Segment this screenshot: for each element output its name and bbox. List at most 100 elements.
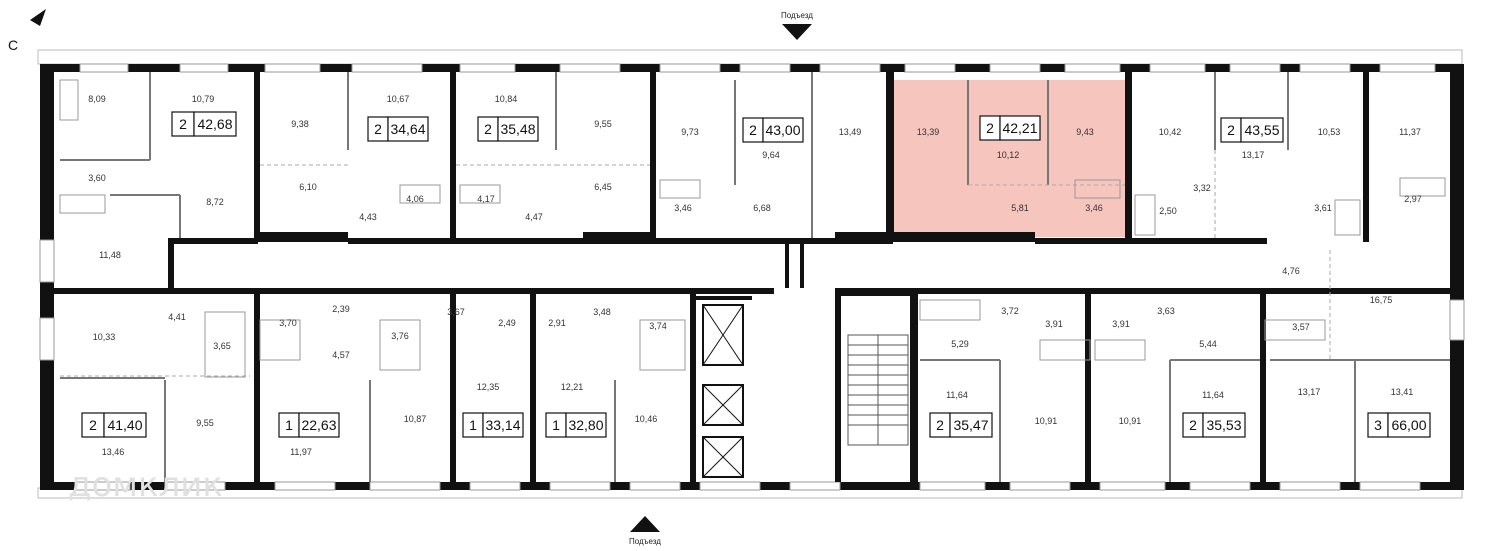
room-area: 13,17 <box>1242 150 1265 160</box>
apartment-area: 41,40 <box>107 417 142 433</box>
room-area: 6,45 <box>594 182 612 192</box>
room-area: 6,10 <box>299 182 317 192</box>
apartment-dividers <box>254 72 1369 482</box>
room-area: 2,50 <box>1159 206 1177 216</box>
room-area: 4,06 <box>406 194 424 204</box>
apartment-label[interactable]: 2 35,47 <box>929 412 993 438</box>
entrance-top-label: Подъезд <box>781 11 813 20</box>
room-area: 10,84 <box>495 94 518 104</box>
room-area: 10,79 <box>192 94 215 104</box>
room-area: 5,44 <box>1199 339 1217 349</box>
apartment-area: 42,68 <box>197 116 232 132</box>
room-area: 3,46 <box>674 203 692 213</box>
apartment-rooms: 1 <box>552 417 560 433</box>
room-area: 9,73 <box>681 127 699 137</box>
room-area: 2,97 <box>1404 194 1422 204</box>
room-area: 3,70 <box>279 318 297 328</box>
compass: С <box>8 9 46 53</box>
apartment-label[interactable]: 2 34,64 <box>367 116 429 142</box>
room-area: 2,39 <box>332 304 350 314</box>
room-area: 3,48 <box>593 307 611 317</box>
room-area: 16,75 <box>1370 295 1393 305</box>
room-area: 3,46 <box>1085 203 1103 213</box>
room-area: 11,97 <box>290 447 312 457</box>
room-area: 12,21 <box>561 382 584 392</box>
room-area: 8,72 <box>206 197 224 207</box>
highlighted-apartment[interactable] <box>893 80 1125 237</box>
room-area: 4,57 <box>332 350 350 360</box>
apartment-rooms: 2 <box>986 120 994 136</box>
room-area: 10,87 <box>404 414 427 424</box>
apartment-label[interactable]: 2 43,55 <box>1220 117 1284 143</box>
apartment-label[interactable]: 2 43,00 <box>742 117 804 143</box>
apartment-label[interactable]: 1 32,80 <box>545 412 607 438</box>
room-area: 3,91 <box>1045 319 1063 329</box>
room-area: 10,91 <box>1119 416 1142 426</box>
room-area: 13,41 <box>1391 387 1414 397</box>
room-area: 3,61 <box>1314 203 1332 213</box>
apartment-area: 33,14 <box>485 417 520 433</box>
apartment-rooms: 2 <box>89 417 97 433</box>
apartment-label[interactable]: 2 35,48 <box>477 116 539 142</box>
apartment-rooms: 1 <box>469 417 477 433</box>
apartment-area: 35,53 <box>1206 417 1241 433</box>
room-area: 9,55 <box>594 119 612 129</box>
room-area: 11,37 <box>1399 127 1421 137</box>
zone-lines <box>60 150 1331 377</box>
apartment-label[interactable]: 1 33,14 <box>462 412 524 438</box>
room-area: 13,49 <box>839 127 862 137</box>
room-area: 10,42 <box>1159 127 1182 137</box>
apartment-label[interactable]: 2 42,68 <box>171 111 237 137</box>
room-areas: 8,09 10,79 3,60 8,72 11,48 9,38 10,67 6,… <box>88 94 1422 457</box>
room-area: 3,74 <box>649 321 667 331</box>
apartment-rooms: 2 <box>179 116 187 132</box>
room-area: 2,49 <box>498 318 516 328</box>
room-area: 13,39 <box>917 127 940 137</box>
entrance-bottom-arrow-icon <box>630 516 660 532</box>
fixtures <box>59 79 1446 378</box>
room-area: 13,46 <box>102 447 125 457</box>
room-area: 3,57 <box>1292 322 1310 332</box>
windows-bottom <box>74 481 1421 491</box>
room-area: 3,60 <box>88 173 106 183</box>
apartment-rooms: 3 <box>1374 417 1382 433</box>
apartment-area: 66,00 <box>1391 417 1426 433</box>
room-area: 12,35 <box>477 382 500 392</box>
interior-partitions <box>60 72 1450 482</box>
room-area: 5,29 <box>951 339 969 349</box>
room-area: 9,55 <box>196 418 214 428</box>
apartment-rooms: 1 <box>285 417 293 433</box>
apartment-label[interactable]: 2 42,21 <box>979 115 1041 141</box>
apartment-area: 43,55 <box>1244 122 1279 138</box>
room-area: 11,64 <box>946 390 968 400</box>
room-area: 10,33 <box>93 332 116 342</box>
apartment-area: 43,00 <box>765 122 800 138</box>
apartment-label[interactable]: 3 66,00 <box>1367 412 1431 438</box>
apartment-area: 22,63 <box>301 417 336 433</box>
entrance-bottom-label: Подъезд <box>629 537 661 546</box>
room-area: 5,81 <box>1011 203 1029 213</box>
entrance-top-arrow-icon <box>782 24 812 40</box>
room-area: 4,43 <box>359 212 377 222</box>
stairwell <box>835 290 915 482</box>
room-area: 8,09 <box>88 94 106 104</box>
apartment-label[interactable]: 2 35,53 <box>1182 412 1246 438</box>
room-area: 9,43 <box>1076 127 1094 137</box>
apartment-area: 42,21 <box>1002 120 1037 136</box>
room-area: 10,46 <box>635 414 658 424</box>
windows-top <box>79 63 1436 73</box>
balcony-outline-top <box>37 49 1463 65</box>
room-area: 10,53 <box>1318 127 1341 137</box>
room-area: 2,91 <box>548 318 566 328</box>
elevator-shafts <box>696 296 752 478</box>
apartment-label[interactable]: 1 22,63 <box>278 412 340 438</box>
apartment-rooms: 2 <box>1227 122 1235 138</box>
north-arrow-icon <box>30 9 46 26</box>
apartment-area: 32,80 <box>568 417 603 433</box>
room-area: 3,65 <box>213 341 231 351</box>
apartment-rooms: 2 <box>484 121 492 137</box>
apartment-area: 35,47 <box>953 417 988 433</box>
apartment-label[interactable]: 2 41,40 <box>81 412 147 438</box>
room-area: 4,47 <box>525 212 543 222</box>
